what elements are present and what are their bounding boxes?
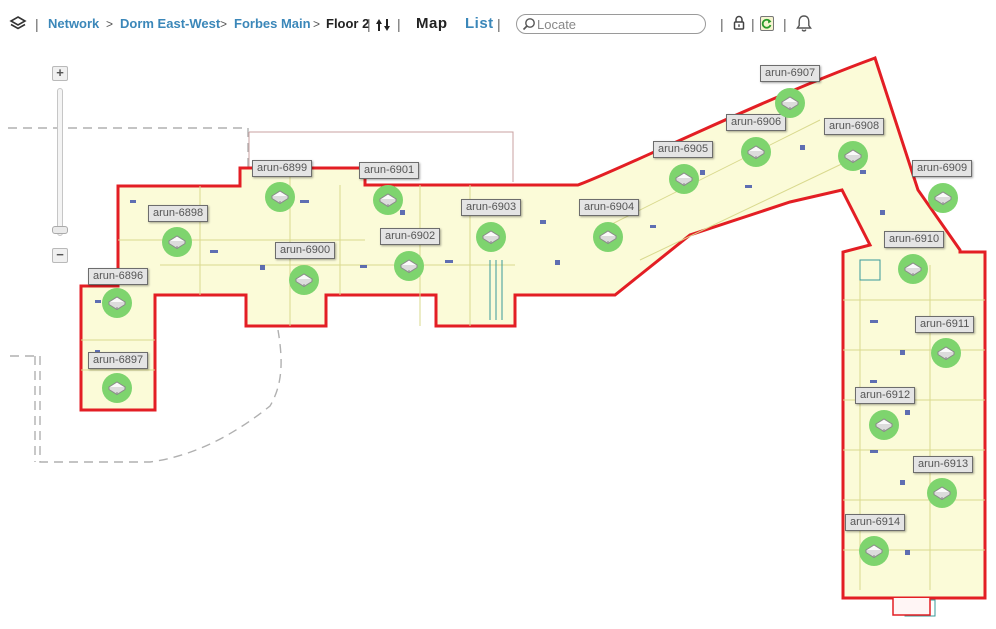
access-point-label[interactable]: arun-6903: [461, 199, 522, 216]
separator: |: [497, 16, 501, 32]
access-point-label[interactable]: arun-6911: [915, 316, 975, 333]
floor-plan-drawing: [8, 56, 987, 617]
access-point-label[interactable]: arun-6909: [912, 160, 973, 177]
access-point-icon[interactable]: [394, 251, 424, 281]
floor-map[interactable]: + − arun-6896 arun-6897 arun-6898 arun-6899…: [0, 50, 996, 629]
separator: |: [783, 16, 787, 32]
separator: |: [720, 16, 724, 32]
tab-map[interactable]: Map: [416, 15, 448, 32]
access-point-label[interactable]: arun-6906: [726, 114, 787, 131]
access-point-label[interactable]: arun-6910: [884, 231, 945, 248]
breadcrumb-separator: >: [313, 17, 321, 31]
separator: |: [397, 16, 401, 32]
breadcrumb-current-floor: Floor 2: [326, 16, 370, 31]
access-point-icon[interactable]: [102, 373, 132, 403]
lock-icon[interactable]: [732, 15, 746, 36]
access-point-icon[interactable]: [289, 265, 319, 295]
separator: |: [751, 16, 755, 32]
access-point-label[interactable]: arun-6907: [760, 65, 821, 82]
access-point-icon[interactable]: [838, 141, 868, 171]
layers-icon[interactable]: [9, 14, 27, 37]
access-point-label[interactable]: arun-6901: [359, 162, 420, 179]
access-point-label[interactable]: arun-6905: [653, 141, 714, 158]
access-point-icon[interactable]: [162, 227, 192, 257]
access-point-label[interactable]: arun-6902: [380, 228, 441, 245]
breadcrumb-separator: >: [220, 17, 228, 31]
breadcrumb-separator: >: [106, 17, 114, 31]
breadcrumb-forbes-main[interactable]: Forbes Main: [234, 16, 311, 31]
access-point-icon[interactable]: [265, 182, 295, 212]
access-point-label[interactable]: arun-6908: [824, 118, 885, 135]
zoom-slider-handle[interactable]: [52, 226, 68, 234]
access-point-icon[interactable]: [931, 338, 961, 368]
access-point-icon[interactable]: [859, 536, 889, 566]
access-point-icon[interactable]: [373, 185, 403, 215]
access-point-icon[interactable]: [669, 164, 699, 194]
refresh-icon[interactable]: [759, 15, 775, 37]
access-point-label[interactable]: arun-6898: [148, 205, 209, 222]
magnifier-icon: [522, 17, 536, 36]
tab-list[interactable]: List: [465, 15, 494, 32]
access-point-label[interactable]: arun-6899: [252, 160, 313, 177]
access-point-label[interactable]: arun-6913: [913, 456, 974, 473]
access-point-icon[interactable]: [775, 88, 805, 118]
locate-input[interactable]: [537, 16, 697, 32]
access-point-label[interactable]: arun-6914: [845, 514, 906, 531]
access-point-label[interactable]: arun-6896: [88, 268, 149, 285]
access-point-icon[interactable]: [593, 222, 623, 252]
access-point-icon[interactable]: [927, 478, 957, 508]
access-point-icon[interactable]: [898, 254, 928, 284]
access-point-icon[interactable]: [102, 288, 132, 318]
bell-icon[interactable]: [795, 14, 813, 38]
up-down-arrows-icon[interactable]: [375, 17, 391, 38]
locate-search-field[interactable]: [516, 14, 706, 34]
access-point-icon[interactable]: [741, 137, 771, 167]
toolbar: | Network > Dorm East-West > Forbes Main…: [0, 0, 996, 50]
access-point-icon[interactable]: [476, 222, 506, 252]
access-point-label[interactable]: arun-6904: [579, 199, 640, 216]
zoom-out-button[interactable]: −: [52, 248, 68, 263]
zoom-slider-track[interactable]: [57, 88, 63, 236]
access-point-label[interactable]: arun-6900: [275, 242, 336, 259]
access-point-label[interactable]: arun-6912: [855, 387, 916, 404]
breadcrumb-network[interactable]: Network: [48, 16, 100, 31]
zoom-in-button[interactable]: +: [52, 66, 68, 81]
separator: |: [367, 16, 371, 32]
separator: |: [35, 16, 39, 32]
access-point-label[interactable]: arun-6897: [88, 352, 149, 369]
breadcrumb-dorm-east-west[interactable]: Dorm East-West: [120, 16, 221, 31]
access-point-icon[interactable]: [928, 183, 958, 213]
access-point-icon[interactable]: [869, 410, 899, 440]
